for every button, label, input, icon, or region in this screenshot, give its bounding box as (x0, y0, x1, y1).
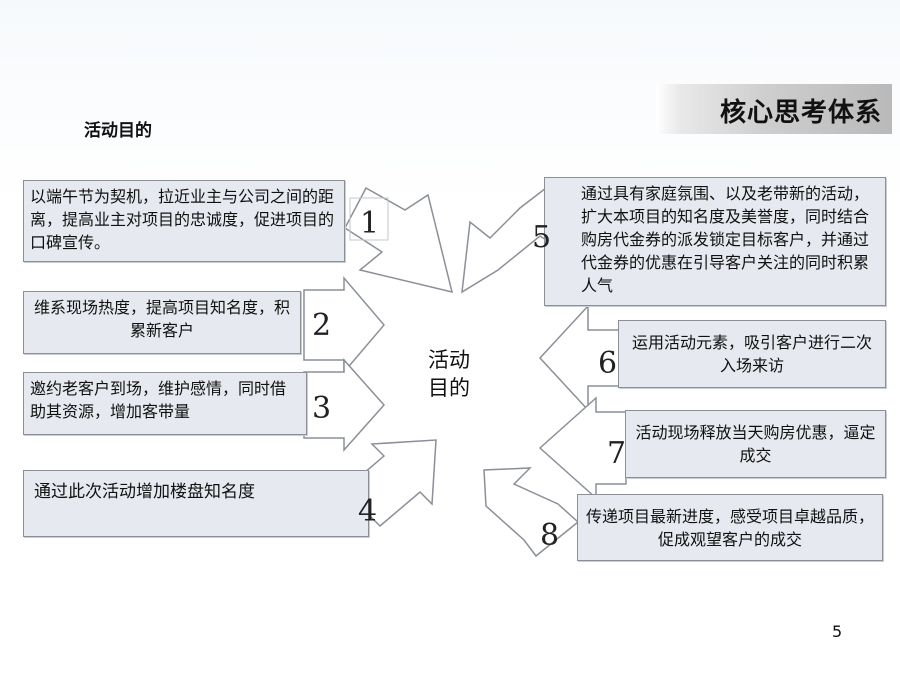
arrow-1 (344, 186, 454, 294)
item-box-6: 运用活动元素，吸引客户进行二次入场来访 (618, 320, 886, 388)
center-label: 活动 目的 (428, 348, 470, 400)
arrow-6 (538, 304, 621, 412)
title-banner: 核心思考体系 (656, 84, 892, 134)
number-1: 1 (360, 206, 380, 241)
item-text-4: 通过此次活动增加楼盘知名度 (34, 482, 255, 502)
item-text-7: 活动现场释放当天购房优惠，逼定成交 (635, 423, 876, 465)
arrow-2 (303, 275, 385, 375)
item-box-2: 维系现场热度，提高项目知名度，积累新客户 (23, 291, 301, 354)
item-box-1: 以端午节为契机，拉近业主与公司之间的距离，提高业主对项目的忠诚度，促进项目的口碑… (23, 180, 345, 262)
number-6: 6 (598, 346, 618, 381)
item-box-3: 邀约老客户到场，维护感情，同时借助其资源，增加客带量 (23, 372, 307, 435)
number-7: 7 (607, 436, 627, 471)
arrow-3 (303, 358, 386, 452)
section-heading: 活动目的 (84, 121, 152, 141)
item-text-3: 邀约老客户到场，维护感情，同时借助其资源，增加客带量 (30, 379, 287, 421)
banner-title: 核心思考体系 (719, 98, 882, 128)
number-2: 2 (312, 308, 332, 343)
number-8: 8 (540, 518, 560, 553)
number-3: 3 (312, 391, 332, 426)
arrow-7 (538, 396, 627, 500)
arrow-8 (483, 467, 580, 558)
item-box-8: 传递项目最新进度，感受项目卓越品质，促成观望客户的成交 (577, 494, 883, 561)
page-number: 5 (832, 622, 843, 641)
item-text-5: 通过具有家庭氛围、以及老带新的活动，扩大本项目的知名度及美誉度，同时结合购房代金… (581, 184, 870, 295)
item-box-7: 活动现场释放当天购房优惠，逼定成交 (625, 410, 886, 478)
item-box-4: 通过此次活动增加楼盘知名度 (23, 470, 369, 537)
item-text-1: 以端午节为契机，拉近业主与公司之间的距离，提高业主对项目的忠诚度，促进项目的口碑… (30, 187, 335, 252)
item-text-8: 传递项目最新进度，感受项目卓越品质，促成观望客户的成交 (585, 507, 874, 549)
item-text-6: 运用活动元素，吸引客户进行二次入场来访 (631, 333, 872, 375)
item-text-2: 维系现场热度，提高项目知名度，积累新客户 (33, 298, 290, 340)
item-box-5: 通过具有家庭氛围、以及老带新的活动，扩大本项目的知名度及美誉度，同时结合购房代金… (544, 177, 886, 306)
number-4: 4 (358, 494, 378, 529)
marker-square (349, 197, 389, 241)
number-5: 5 (532, 220, 552, 255)
